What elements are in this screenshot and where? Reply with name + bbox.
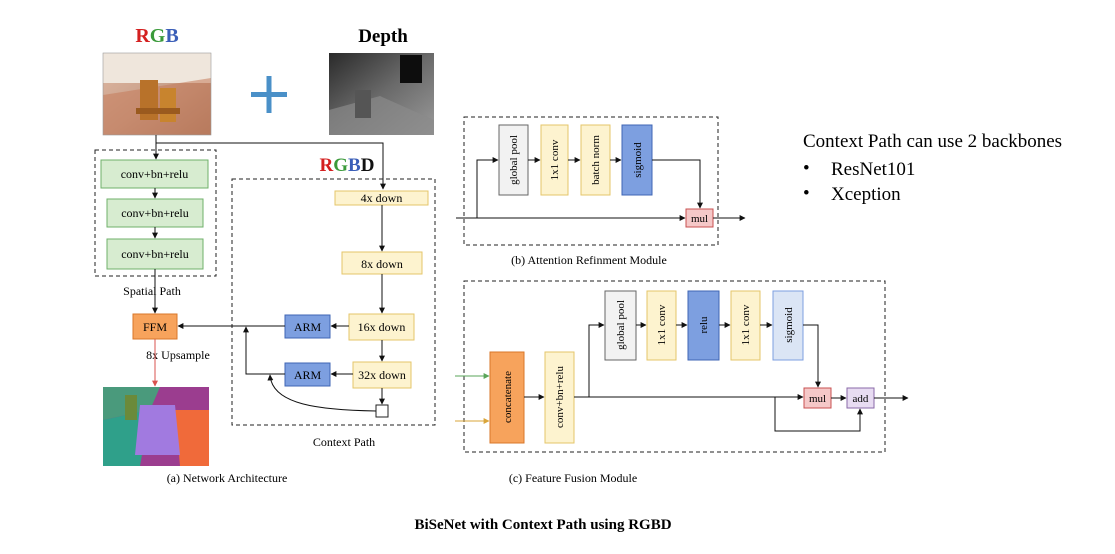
arm-batch-norm-label: batch norm (590, 135, 602, 185)
ffm-sigmoid-mul (803, 324, 821, 388)
ffm-mul-label: mul (809, 393, 826, 405)
ffm-add-label: add (853, 393, 869, 405)
context-path-label: Context Path (313, 435, 375, 449)
arm-sigmoid: sigmoid (621, 124, 653, 196)
notes-heading: Context Path can use 2 backbones (803, 131, 1062, 152)
spatial-block-2-label: conv+bn+relu (121, 206, 189, 220)
rgbd-letter-d: D (361, 155, 375, 176)
ffm-relu-label: relu (698, 316, 710, 334)
arm-block-upper-label: ARM (294, 320, 322, 334)
network-caption: (a) Network Architecture (167, 471, 288, 485)
context-block-16x-label: 16x down (358, 320, 406, 334)
ffm-branch-up (588, 322, 605, 397)
context-block-32x: 32x down (352, 361, 412, 389)
ffm-module-container (463, 280, 886, 453)
spatial-path-label: Spatial Path (123, 284, 181, 298)
spatial-block-3-label: conv+bn+relu (121, 247, 189, 261)
ffm-sigmoid-label: sigmoid (783, 307, 795, 343)
arm-mul-label: mul (691, 213, 708, 225)
arm-conv-label: 1x1 conv (549, 139, 561, 180)
arm-global-pool-label: global pool (508, 135, 520, 185)
arrow-arm-lower-up (243, 326, 285, 375)
arm-mul: mul (685, 208, 714, 228)
arm-block-lower-label: ARM (294, 368, 322, 382)
arm-batch-norm: batch norm (580, 124, 611, 196)
arrow-rgb-to-context (156, 142, 386, 190)
ffm-add: add (846, 387, 875, 409)
spatial-block-1: conv+bn+relu (100, 159, 209, 189)
rgbd-letter-b: B (348, 155, 361, 176)
arm-global-pool: global pool (498, 124, 529, 196)
rgb-letter-g: G (150, 25, 166, 47)
ffm-conv-2: 1x1 conv (730, 290, 761, 361)
rgbd-letter-g: G (333, 155, 348, 176)
ffm-concatenate-label: concatenate (502, 371, 514, 423)
notes-item-2: Xception (831, 184, 901, 205)
ffm-global-pool: global pool (604, 290, 637, 361)
rgb-input-image (102, 52, 212, 136)
segmentation-output-image (103, 387, 209, 466)
context-path-container (231, 178, 436, 426)
context-block-4x: 4x down (334, 190, 429, 206)
notes-bullet-2: • (803, 183, 810, 204)
arm-conv: 1x1 conv (540, 124, 569, 196)
arm-block-upper: ARM (284, 314, 331, 339)
ffm-block: FFM (132, 313, 178, 340)
context-block-8x-label: 8x down (361, 257, 403, 271)
rgb-label: RGB (135, 25, 178, 47)
arm-module-container (463, 116, 719, 246)
spatial-block-2: conv+bn+relu (106, 198, 204, 228)
ffm-conv-1-label: 1x1 conv (656, 304, 668, 345)
context-block-8x: 8x down (341, 251, 423, 275)
notes-item-1: ResNet101 (831, 159, 915, 180)
arm-block-lower: ARM (284, 362, 331, 387)
upsample-label: 8x Upsample (146, 348, 210, 362)
arm-sigmoid-label: sigmoid (632, 142, 644, 178)
ffm-conv-bn-relu-label: conv+bn+relu (554, 366, 566, 428)
spatial-path-container (94, 149, 217, 277)
arm-sigmoid-mul (652, 159, 703, 209)
rgbd-label: RGBD (320, 155, 375, 176)
spatial-block-3: conv+bn+relu (106, 238, 204, 270)
ffm-concatenate: concatenate (489, 351, 525, 444)
ffm-relu: relu (687, 290, 720, 361)
context-block-4x-label: 4x down (361, 191, 403, 205)
ffm-block-label: FFM (143, 320, 167, 334)
rgbd-letter-r: R (320, 155, 334, 176)
rgb-letter-r: R (135, 25, 150, 47)
depth-input-image (329, 53, 434, 135)
arm-branch-up (476, 157, 499, 218)
context-block-16x: 16x down (348, 313, 415, 341)
arrow-pool-to-arm (267, 374, 377, 412)
ffm-skip (774, 397, 863, 432)
arm-caption: (b) Attention Refinment Module (511, 253, 667, 267)
plus-icon (251, 76, 287, 113)
notes-bullet-1: • (803, 158, 810, 179)
ffm-caption: (c) Feature Fusion Module (509, 471, 637, 485)
ffm-sigmoid: sigmoid (772, 290, 804, 361)
spatial-block-1-label: conv+bn+relu (121, 167, 189, 181)
rgb-letter-b: B (165, 25, 178, 47)
ffm-conv-bn-relu: conv+bn+relu (544, 351, 575, 444)
ffm-global-pool-label: global pool (615, 300, 627, 350)
depth-label: Depth (358, 26, 408, 47)
page-title: BiSeNet with Context Path using RGBD (414, 517, 671, 533)
context-block-32x-label: 32x down (358, 368, 406, 382)
ffm-conv-2-label: 1x1 conv (740, 304, 752, 345)
ffm-conv-1: 1x1 conv (646, 290, 677, 361)
ffm-mul: mul (803, 387, 832, 409)
global-pool-square (375, 404, 389, 418)
